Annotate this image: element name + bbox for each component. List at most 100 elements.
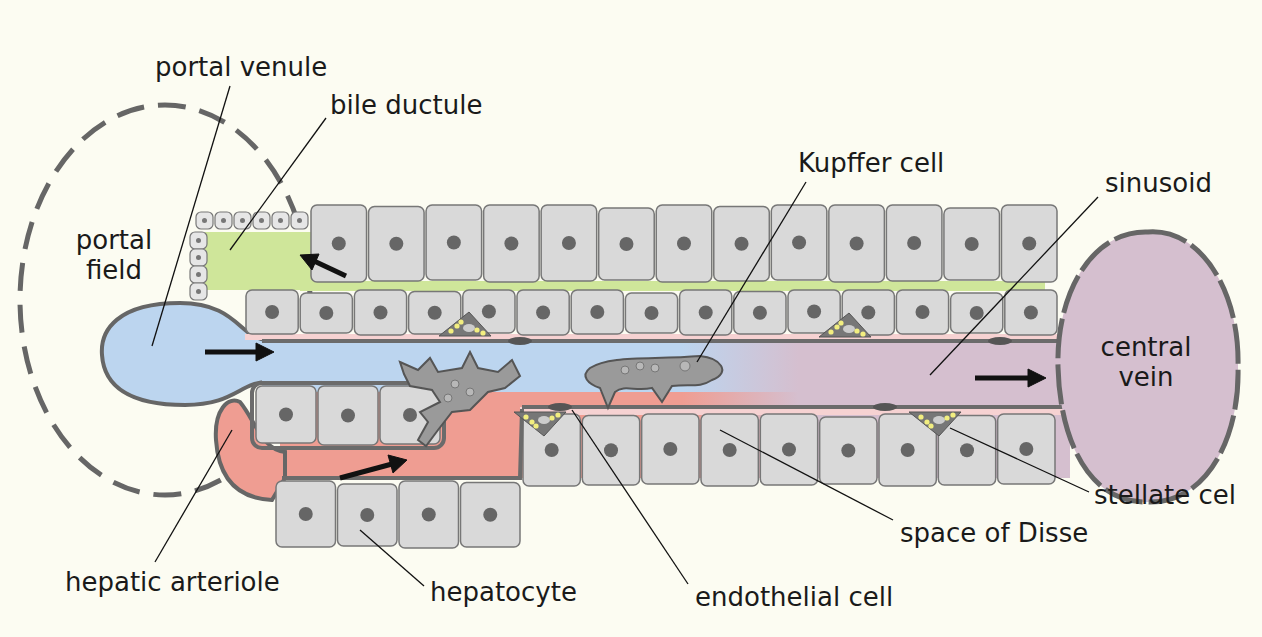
portal-venule-shape <box>102 303 268 405</box>
ductule-cell <box>190 249 207 266</box>
ductule-cell <box>272 212 289 229</box>
region-text: central vein <box>1086 332 1206 392</box>
hepatocyte-nucleus <box>735 237 749 251</box>
central-vein-region: central vein <box>1086 332 1206 392</box>
lipid-droplet <box>454 323 459 328</box>
lipid-droplet <box>529 419 534 424</box>
hepatocyte-group <box>190 205 1057 548</box>
kupffer-granules <box>444 380 474 402</box>
ductule-cell <box>190 232 207 249</box>
endothelial-nucleus <box>508 337 532 345</box>
hepatocyte-cell <box>246 290 298 334</box>
lipid-droplet <box>944 415 949 420</box>
hepatocyte-nucleus <box>907 236 921 250</box>
region-label: central vein <box>1101 332 1192 392</box>
hepatocyte-nucleus <box>341 409 355 423</box>
leader-line <box>230 118 326 250</box>
hepatocyte-nucleus <box>265 305 279 319</box>
region-label: portal field <box>76 225 152 285</box>
stellate-group <box>439 312 961 436</box>
ductule-nucleus <box>278 218 283 223</box>
stellate-nucleus <box>463 324 475 332</box>
hepatocyte-nucleus <box>970 306 984 320</box>
label-text: stellate cel <box>1094 480 1236 510</box>
kupffer-granules <box>621 361 690 374</box>
stellate-body <box>819 313 871 337</box>
part-label: stellate cel <box>1094 480 1236 510</box>
leader-line <box>930 197 1098 375</box>
hepatocyte-cell <box>599 208 655 280</box>
ductule-nucleus <box>297 218 302 223</box>
ductule-cell <box>234 212 251 229</box>
hepatocyte-cell <box>276 481 336 547</box>
hepatocyte-nucleus <box>916 305 930 319</box>
hepatocyte-cell <box>517 290 569 335</box>
lipid-droplet <box>854 328 859 333</box>
stellate-nucleus <box>843 325 855 333</box>
endothelium-line <box>282 409 522 478</box>
hepatocyte-nucleus <box>663 442 677 456</box>
stellate-cell <box>819 313 871 337</box>
hepatocyte-nucleus <box>545 443 559 457</box>
hepatocyte-nucleus <box>841 444 855 458</box>
hepatocyte-nucleus <box>562 236 576 250</box>
hepatocyte-nucleus <box>360 508 374 522</box>
hepatocyte-nucleus <box>504 237 518 251</box>
leader-line <box>152 86 230 346</box>
stellate-cell <box>514 412 566 436</box>
lipid-droplet <box>860 331 865 336</box>
lipid-droplet <box>928 423 933 428</box>
hepatocyte-cell <box>656 205 712 282</box>
hepatocyte-nucleus <box>1019 442 1033 456</box>
hepatocyte-cell <box>399 481 459 548</box>
lipid-droplet <box>458 319 463 324</box>
endothelium-line <box>262 339 1066 343</box>
hepatocyte-nucleus <box>1022 237 1036 251</box>
part-label: hepatocyte <box>430 577 577 607</box>
hepatocyte-nucleus <box>483 508 497 522</box>
bile-ductule-lumen <box>205 232 315 290</box>
hepatocyte-cell <box>463 290 515 333</box>
lipid-droplet <box>474 327 479 332</box>
label-text: hepatic arteriole <box>65 567 280 597</box>
ductule-cell <box>291 212 308 229</box>
region-text: portal field <box>66 225 162 285</box>
endothelium-line <box>252 383 444 448</box>
hepatocyte-nucleus <box>901 443 915 457</box>
ductule-nucleus <box>196 238 201 243</box>
lipid-droplet <box>480 330 485 335</box>
ductule-cell <box>190 266 207 283</box>
hepatocyte-nucleus <box>699 306 713 320</box>
hepatocyte-cell <box>771 205 827 280</box>
endothelial-nucleus <box>988 337 1012 345</box>
hepatocyte-cell <box>714 207 770 282</box>
hepatocyte-nucleus <box>319 306 333 320</box>
hepatocyte-cell <box>998 414 1055 484</box>
leader-line <box>950 428 1089 492</box>
hepatocyte-cell <box>642 414 699 484</box>
hepatocyte-cell <box>951 293 1003 333</box>
part-label: endothelial cell <box>695 582 893 612</box>
hepatocyte-nucleus <box>389 237 403 251</box>
label-text: Kupffer cell <box>798 148 944 178</box>
part-label: Kupffer cell <box>798 148 944 178</box>
flow-arrows <box>205 254 1046 478</box>
central-vein-shape <box>1058 232 1238 502</box>
hepatocyte-nucleus <box>619 237 633 251</box>
hepatocyte-nucleus <box>482 305 496 319</box>
ductule-nucleus <box>240 218 245 223</box>
stellate-body <box>439 312 491 336</box>
hepatocyte-cell <box>842 290 894 335</box>
hepatocyte-cell <box>311 205 367 282</box>
part-label: hepatic arteriole <box>65 567 280 597</box>
label-text: bile ductule <box>330 90 482 120</box>
hepatocyte-nucleus <box>1024 306 1038 320</box>
hepatocyte-cell <box>354 290 406 335</box>
hepatocyte-cell <box>886 205 942 281</box>
hepatocyte-cell <box>541 205 597 281</box>
kupffer-cell-shape <box>400 352 520 446</box>
leader-line <box>572 410 688 584</box>
lipid-droplet <box>834 324 839 329</box>
ductule-nucleus <box>196 272 201 277</box>
